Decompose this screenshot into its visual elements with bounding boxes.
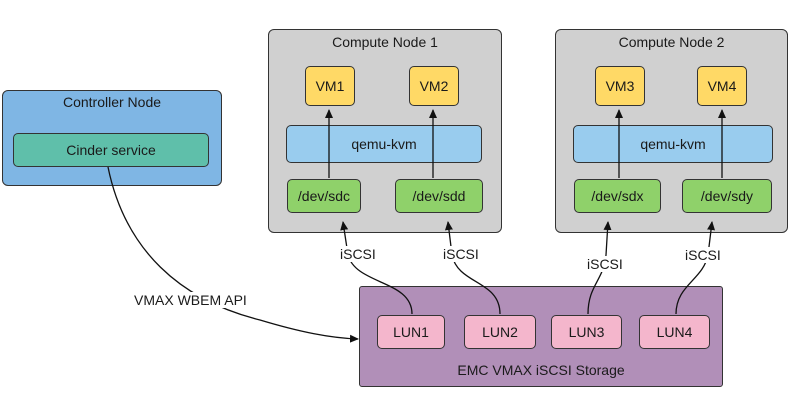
compute-node-2: Compute Node 2 VM3 VM4 qemu-kvm /dev/sdx… [555,29,788,233]
lun1: LUN1 [377,315,445,349]
dev-sdd: /dev/sdd [395,179,483,213]
emc-vmax-storage: LUN1 LUN2 LUN3 LUN4 EMC VMAX iSCSI Stora… [359,286,723,387]
lun4: LUN4 [639,315,710,349]
compute-node-2-title: Compute Node 2 [618,34,725,50]
iscsi-label-2: iSCSI [441,246,481,262]
lun2: LUN2 [464,315,536,349]
iscsi-label-1: iSCSI [338,246,378,262]
compute-node-1: Compute Node 1 VM1 VM2 qemu-kvm /dev/sdc… [268,29,502,233]
storage-title: EMC VMAX iSCSI Storage [457,362,625,378]
compute-node-1-title: Compute Node 1 [332,34,438,50]
vm4: VM4 [697,66,747,106]
qemu-kvm-2: qemu-kvm [573,125,773,163]
cinder-service: Cinder service [13,133,209,167]
vm2: VM2 [409,66,459,106]
iscsi-label-4: iSCSI [683,247,723,263]
iscsi-label-3: iSCSI [585,256,625,272]
vm1: VM1 [305,66,355,106]
lun3: LUN3 [551,315,622,349]
dev-sdx: /dev/sdx [574,179,661,213]
api-label: VMAX WBEM API [132,292,249,308]
dev-sdy: /dev/sdy [682,179,772,213]
controller-node: Controller Node Cinder service [2,90,222,186]
vm3: VM3 [595,66,645,106]
qemu-kvm-1: qemu-kvm [286,125,482,163]
controller-node-title: Controller Node [62,94,162,110]
dev-sdc: /dev/sdc [287,179,361,213]
